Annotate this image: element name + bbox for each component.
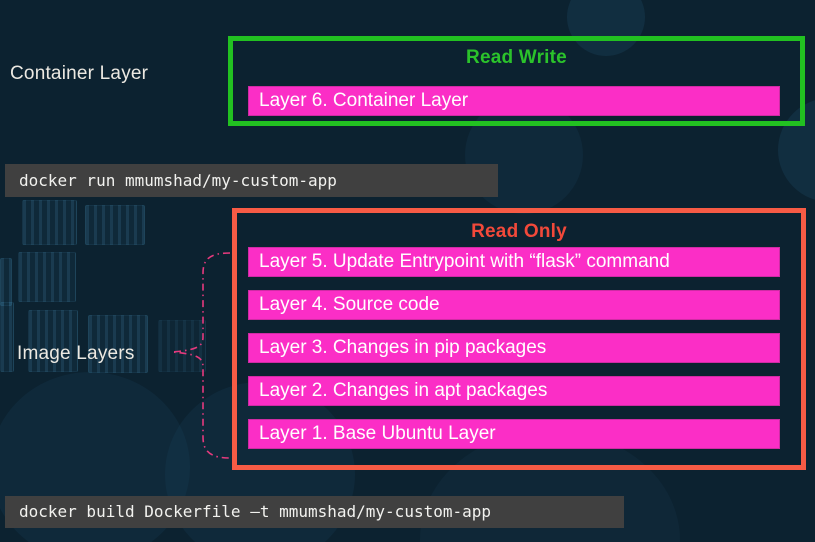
docker-run-command: docker run mmumshad/my-custom-app	[5, 164, 498, 197]
background-container-decoration	[0, 258, 12, 306]
background-container-decoration	[0, 302, 14, 372]
read-write-box: Read Write Layer 6. Container Layer	[228, 36, 805, 126]
read-only-box: Read Only Layer 5. Update Entrypoint wit…	[232, 208, 806, 470]
layer-bar-1: Layer 1. Base Ubuntu Layer	[248, 419, 780, 449]
image-layers-brace	[171, 252, 231, 459]
layer-bar-4: Layer 4. Source code	[248, 290, 780, 320]
read-write-title: Read Write	[466, 47, 567, 68]
layer-bar-2: Layer 2. Changes in apt packages	[248, 376, 780, 406]
background-container-decoration	[22, 200, 77, 245]
layer-bar-container-layer: Layer 6. Container Layer	[248, 86, 780, 116]
docker-build-command: docker build Dockerfile –t mmumshad/my-c…	[5, 496, 624, 528]
background-container-decoration	[18, 252, 76, 302]
layer-bar-3: Layer 3. Changes in pip packages	[248, 333, 780, 363]
layer-bar-5: Layer 5. Update Entrypoint with “flask” …	[248, 247, 780, 277]
background-container-decoration	[85, 205, 145, 245]
read-only-title: Read Only	[471, 221, 567, 242]
image-layers-label: Image Layers	[17, 343, 135, 364]
container-layer-label: Container Layer	[10, 63, 149, 84]
